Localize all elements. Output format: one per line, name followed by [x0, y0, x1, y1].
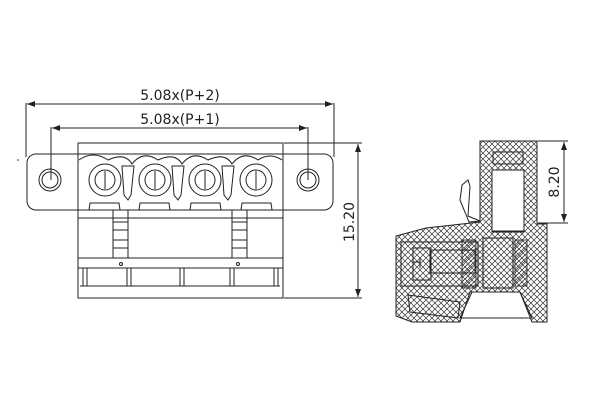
front-view: 5.08x(P+2) 5.08x(P+1) 15.20	[25, 88, 362, 299]
lower-housing	[78, 210, 283, 287]
mounting-hole-left	[38, 168, 62, 192]
mounting-flange	[26, 153, 334, 211]
screw-terminal	[239, 163, 273, 197]
dimension-side-height: 8.20	[538, 140, 568, 224]
wire-entry	[491, 169, 525, 233]
latch	[459, 179, 481, 223]
side-view: 8.20	[395, 140, 568, 323]
screw-terminal	[188, 163, 222, 197]
screw-terminal	[88, 163, 122, 197]
screw-terminal	[138, 163, 172, 197]
dimension-overall: 5.08x(P+2)	[25, 88, 335, 157]
dimension-side-height-label: 8.20	[547, 166, 563, 197]
dimension-mount: 5.08x(P+1)	[50, 112, 309, 180]
dimension-height-label: 15.20	[342, 202, 358, 242]
connector-body	[77, 142, 284, 299]
dimension-overall-label: 5.08x(P+2)	[140, 88, 219, 104]
pin-socket	[459, 291, 533, 319]
screw-terminals	[88, 163, 273, 211]
clamp-chamber	[400, 241, 479, 287]
dimension-mount-label: 5.08x(P+1)	[140, 112, 219, 128]
dimension-height: 15.20	[284, 142, 362, 299]
screw-head	[412, 247, 432, 281]
mounting-hole-right	[296, 168, 320, 192]
